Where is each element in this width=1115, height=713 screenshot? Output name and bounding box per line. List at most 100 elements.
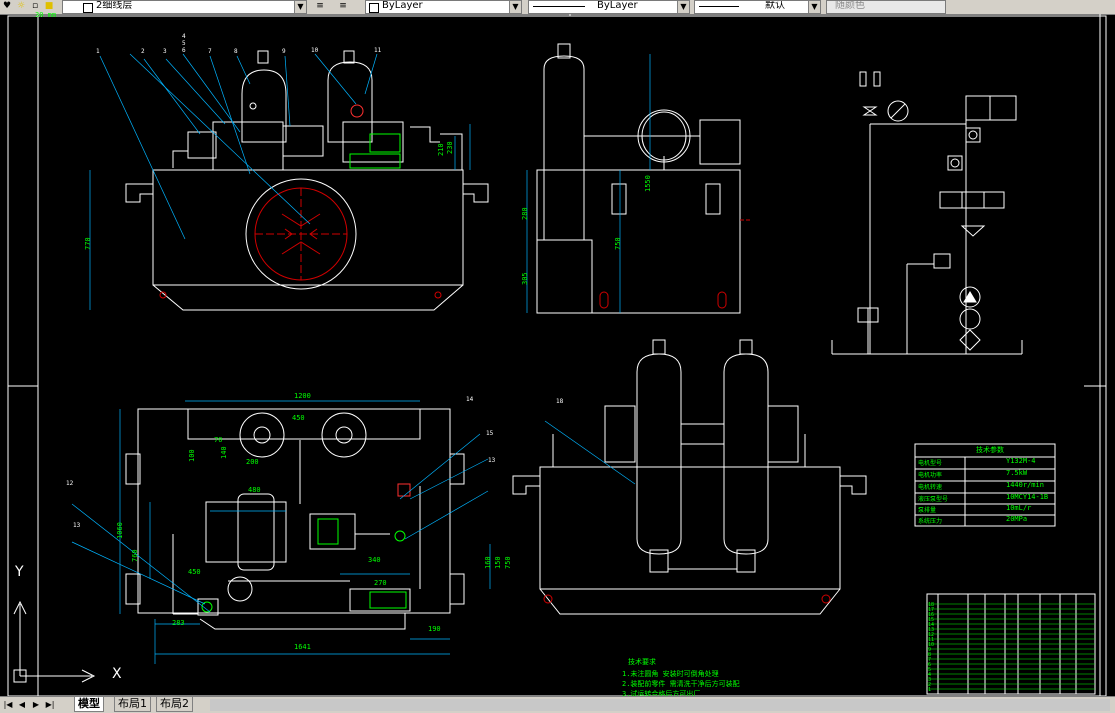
tab-layout1[interactable]: 布局1 <box>114 697 151 712</box>
balloon-8: 8 <box>234 48 238 55</box>
bom-row-10: 10 <box>928 642 935 648</box>
layer-state-icon[interactable]: ♥ <box>2 1 12 11</box>
spec-value-5: 10mL/r <box>1006 504 1032 512</box>
balloon-13b: 13 <box>488 457 496 464</box>
spec-value-4: 10MCY14-1B <box>1006 493 1049 501</box>
dim-770: 770 <box>84 237 92 250</box>
layer-swatch <box>83 3 93 13</box>
last-tab-icon[interactable]: ▶| <box>45 700 55 709</box>
dim-480: 480 <box>248 486 261 494</box>
chevron-down-icon[interactable]: ▼ <box>677 1 689 13</box>
dim-190: 190 <box>428 625 441 633</box>
lineweight-value: 默认 <box>765 0 785 11</box>
side-view <box>536 43 752 314</box>
balloon-18: 18 <box>556 398 564 405</box>
tech-note-2: 2.装配前零件 需清洗干净后方可装配 <box>622 680 740 688</box>
spec-label-4: 液压泵型号 <box>918 496 949 503</box>
dim-100: 100 <box>188 449 196 462</box>
tab-model[interactable]: 模型 <box>74 697 104 712</box>
dim-200: 200 <box>246 458 259 466</box>
plotstyle-value: 随颜色 <box>835 0 865 11</box>
first-tab-icon[interactable]: |◀ <box>3 700 13 709</box>
ucs-icon <box>13 600 96 683</box>
color-combo[interactable]: ByLayer ▼ <box>365 0 522 14</box>
layer-name: 2细线层 <box>96 0 133 11</box>
bom-row-9: 9 <box>928 647 932 653</box>
cad-drawing <box>7 14 1107 696</box>
spec-value-6: 20MPa <box>1006 515 1028 523</box>
bom-row-12: 12 <box>928 632 935 638</box>
bom-row-13: 13 <box>928 627 935 633</box>
balloon-12: 12 <box>66 480 74 487</box>
leader-lines <box>71 53 651 664</box>
dim-283: 283 <box>172 619 185 627</box>
next-tab-icon[interactable]: ▶ <box>32 700 40 709</box>
spec-label-6: 系统压力 <box>918 518 943 525</box>
bom-row-11: 11 <box>928 637 935 643</box>
dim-1550: 1550 <box>644 175 652 192</box>
ucs-x-label: X <box>112 666 122 682</box>
balloon-10: 10 <box>311 47 319 54</box>
bom-row-5: 5 <box>928 667 932 673</box>
dim-1060: 1060 <box>116 522 124 539</box>
linetype-sample <box>533 6 585 7</box>
bom-row-lines <box>927 603 1095 690</box>
lineweight-sample <box>699 6 739 7</box>
dim-305: 305 <box>521 272 529 285</box>
balloon-4: 4 <box>182 33 186 40</box>
balloon-14: 14 <box>466 396 474 403</box>
spec-label-5: 泵排量 <box>918 507 937 514</box>
balloon-7: 7 <box>208 48 212 55</box>
spec-value-1: Y132M-4 <box>1006 457 1036 465</box>
linetype-combo[interactable]: ByLayer ▼ <box>528 0 690 14</box>
sun-icon[interactable]: ☼ <box>16 1 26 11</box>
properties-toolbar: ♥ ☼ ▫ ■ 2细线层 ▼ ≡ ≡ ByLayer ▼ ByLayer ▼ 默… <box>0 0 1115 15</box>
layer-previous-icon[interactable]: ≡ <box>339 1 347 11</box>
layer-combo[interactable]: 2细线层 ▼ <box>62 0 307 14</box>
bom-row-7: 7 <box>928 657 932 663</box>
bom-row-3: 3 <box>928 677 932 683</box>
inner-frame <box>37 14 1101 696</box>
prev-tab-icon[interactable]: ◀ <box>18 700 26 709</box>
balloon-3: 3 <box>163 48 167 55</box>
plotstyle-combo: 随颜色 <box>826 0 946 14</box>
spec-label-3: 电机转速 <box>918 484 943 491</box>
lock-icon[interactable]: ▫ <box>31 1 39 11</box>
dim-150: 150 <box>494 556 502 569</box>
spec-label-1: 电机型号 <box>918 460 943 467</box>
drawing-canvas[interactable]: 30 mm 1 2 3 4 5 6 7 8 9 10 11 210 230 77… <box>0 11 1115 698</box>
dim-230: 230 <box>446 141 454 154</box>
spec-value-2: 7.5kW <box>1006 469 1028 477</box>
layer-color-icon[interactable]: ■ <box>44 1 54 11</box>
dim-1641: 1641 <box>294 643 311 651</box>
bom-row-16: 16 <box>928 612 935 618</box>
dim-760: 760 <box>131 549 139 562</box>
chevron-down-icon[interactable]: ▼ <box>509 1 521 13</box>
color-value: ByLayer <box>382 0 423 11</box>
dim-280: 280 <box>521 207 529 220</box>
lineweight-combo[interactable]: 默认 ▼ <box>694 0 821 14</box>
rear-view <box>512 339 867 615</box>
bom-row-1: 1 <box>928 687 932 693</box>
bom-row-14: 14 <box>928 622 935 628</box>
layout-tab-bar: |◀ ◀ ▶ ▶| 模型 布局1 布局2 <box>0 696 1115 713</box>
scale-annotation: 30 mm <box>35 11 57 19</box>
dim-210: 210 <box>437 143 445 156</box>
tab-layout2[interactable]: 布局2 <box>156 697 193 712</box>
balloon-1: 1 <box>96 48 100 55</box>
chevron-down-icon[interactable]: ▼ <box>808 1 820 13</box>
horizontal-scrollbar[interactable] <box>210 699 1110 711</box>
spec-label-2: 电机功率 <box>918 472 943 479</box>
tech-note-3: 3.试运转合格后方可出厂 <box>622 690 701 698</box>
bom-row-6: 6 <box>928 662 932 668</box>
spec-table-title: 技术参数 <box>976 446 1004 454</box>
balloon-13a: 13 <box>73 522 81 529</box>
dim-270: 270 <box>374 579 387 587</box>
balloon-5: 5 <box>182 40 186 47</box>
bom-row-15: 15 <box>928 617 935 623</box>
color-swatch <box>369 3 379 13</box>
plan-view <box>125 408 465 630</box>
make-current-icon[interactable]: ≡ <box>316 1 324 11</box>
chevron-down-icon[interactable]: ▼ <box>294 1 306 13</box>
bom-row-4: 4 <box>928 672 932 678</box>
